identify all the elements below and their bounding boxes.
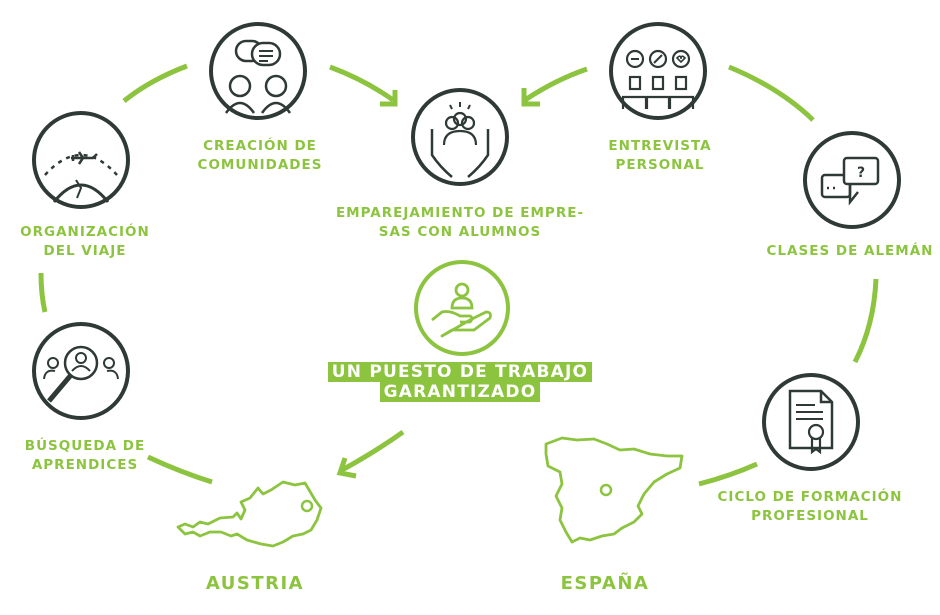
step-label: EMPAREJAMIENTO DE EMPRE-SAS CON ALUMNOS [335, 205, 585, 240]
svg-text:?: ? [857, 165, 865, 181]
country-label: AUSTRIA [205, 573, 305, 594]
hands-group-icon [411, 88, 509, 186]
connector-line [698, 461, 759, 487]
country-austria [175, 480, 325, 564]
interview-feedback-icon [609, 22, 707, 120]
country-espana [542, 436, 687, 560]
center-label: UN PUESTO DE TRABAJO GARANTIZADO [320, 362, 600, 402]
plane-globe-icon [32, 111, 130, 209]
search-people-icon [32, 322, 130, 420]
step-organizacion [31, 110, 131, 214]
community-chat-icon [209, 22, 307, 120]
center-line-1: UN PUESTO DE TRABAJO [327, 362, 593, 382]
connector-line [728, 64, 815, 122]
step-ciclo [761, 372, 861, 476]
connector-line [122, 63, 188, 103]
connector-line [146, 454, 213, 485]
step-creacion [208, 21, 308, 125]
certificate-icon [762, 373, 860, 471]
spain-map-icon [544, 436, 684, 544]
step-entrevista [608, 21, 708, 125]
step-clases: ? [802, 130, 902, 234]
center-goal [412, 258, 512, 362]
austria-map-icon [176, 480, 323, 548]
speech-bubbles-question-icon: ? [803, 131, 901, 229]
connector-line [38, 272, 48, 313]
step-busqueda [31, 321, 131, 425]
step-label: CLASES DE ALEMÁN [766, 243, 934, 259]
step-emparejamiento [410, 87, 510, 191]
connector-line [852, 278, 879, 364]
country-label: ESPAÑA [560, 573, 650, 594]
connector-arrow [340, 429, 405, 473]
connector-arrow [329, 64, 395, 103]
center-line-2: GARANTIZADO [379, 382, 541, 402]
connector-arrow [523, 66, 588, 103]
hand-person-icon [414, 260, 510, 356]
